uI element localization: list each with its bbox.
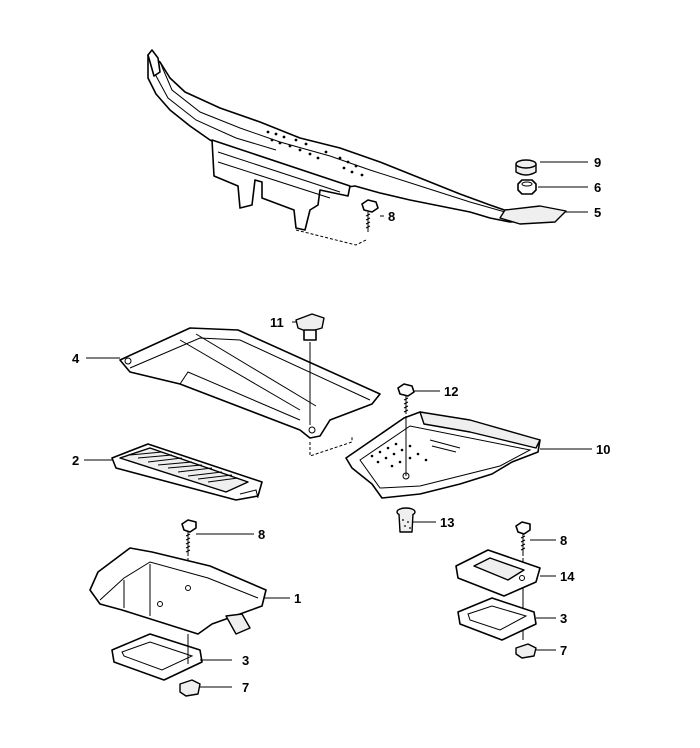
clip-part-7-left (179, 679, 201, 697)
callout-2: 2 (72, 453, 79, 468)
bolt-part-12 (397, 383, 415, 414)
callout-8-top: 8 (388, 209, 395, 224)
callout-12: 12 (444, 384, 458, 399)
callout-5: 5 (594, 205, 601, 220)
clip-part-7-right (515, 643, 537, 659)
cover-part-4 (119, 327, 381, 439)
knob-part-11 (295, 313, 325, 341)
leader-lines (84, 161, 592, 688)
screw-part-8-top (361, 199, 379, 232)
callout-9: 9 (594, 155, 601, 170)
screw-part-8-right (515, 521, 531, 556)
housing-part-1 (89, 547, 267, 635)
callout-4: 4 (72, 351, 80, 366)
callout-3-left: 3 (242, 653, 249, 668)
bracket-perforations (370, 442, 428, 468)
screw-part-8-mid (181, 519, 197, 556)
air-filter-part-2 (111, 443, 263, 501)
cowl-perforations (266, 130, 364, 177)
nut-part-6 (517, 179, 537, 195)
plate-part-14 (455, 549, 541, 597)
callout-1: 1 (294, 591, 301, 606)
gasket-part-3-right (457, 597, 537, 641)
callout-3-right: 3 (560, 611, 567, 626)
callout-11: 11 (270, 315, 284, 330)
callout-6: 6 (594, 180, 601, 195)
bracket-part-10 (345, 411, 541, 499)
gasket-part-3-left (111, 633, 203, 681)
grommet-part-13 (396, 507, 416, 533)
callout-7-right: 7 (560, 643, 567, 658)
callout-14: 14 (560, 569, 575, 584)
callout-7-left: 7 (242, 680, 249, 695)
callout-8-right: 8 (560, 533, 567, 548)
callout-10: 10 (596, 442, 610, 457)
cap-part-9 (515, 159, 537, 176)
callout-13: 13 (440, 515, 454, 530)
callout-8-mid: 8 (258, 527, 265, 542)
cowl-panel-part-5 (147, 49, 567, 231)
